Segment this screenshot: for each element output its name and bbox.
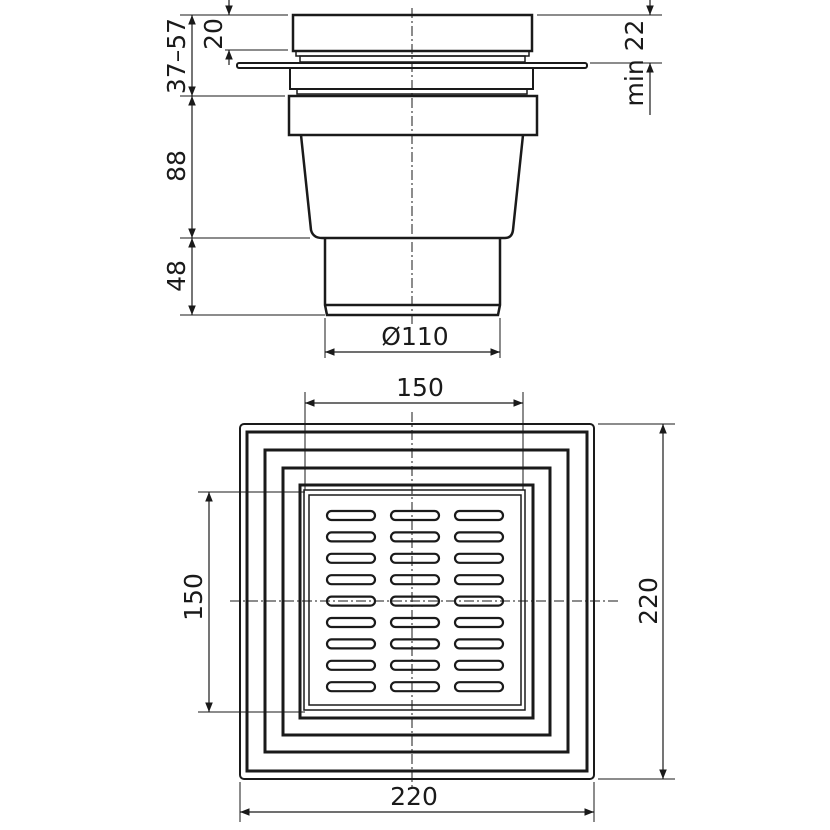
grate-slot [325, 552, 377, 564]
grate-slot [453, 552, 505, 564]
grate-slot [325, 659, 377, 671]
grate-slot [389, 509, 441, 522]
label-88: 88 [162, 150, 191, 182]
grate-slot [325, 509, 377, 522]
grate [308, 494, 522, 706]
grate-slot [453, 659, 505, 671]
side-view: 37–57 20 88 48 min 22 Ø110 [162, 0, 662, 358]
grate-slot [453, 616, 505, 629]
label-220-height: 220 [634, 577, 663, 625]
label-150-height: 150 [179, 573, 208, 621]
grate-slot [389, 638, 441, 650]
grate-slot [325, 574, 377, 586]
grate-slot [389, 595, 441, 607]
body-collar [287, 94, 539, 137]
grate-slot [453, 531, 505, 543]
label-20: 20 [199, 18, 228, 50]
grate-slot [325, 681, 377, 693]
grate-slot [389, 574, 441, 586]
label-diameter-110: Ø110 [381, 322, 448, 351]
grate-slot [389, 616, 441, 629]
label-220-width: 220 [390, 782, 438, 811]
top-view: 150 150 220 220 [179, 373, 675, 822]
grate-slot [325, 616, 377, 629]
grate-slot [389, 531, 441, 543]
grate-slots [325, 509, 505, 693]
grate-slot [325, 638, 377, 650]
grate-slot [453, 574, 505, 586]
grate-slot [389, 681, 441, 693]
grate-slot [453, 681, 505, 693]
body [299, 134, 525, 240]
grate-slot [325, 531, 377, 543]
label-48: 48 [162, 260, 191, 292]
outlet-pipe [323, 238, 502, 317]
label-min-22: min 22 [620, 20, 649, 107]
grate-slot [453, 638, 505, 650]
grate-slot [389, 659, 441, 671]
label-37-57: 37–57 [162, 18, 191, 94]
label-150-width: 150 [396, 373, 444, 402]
grate-slot [453, 509, 505, 522]
grate-slot [389, 552, 441, 564]
